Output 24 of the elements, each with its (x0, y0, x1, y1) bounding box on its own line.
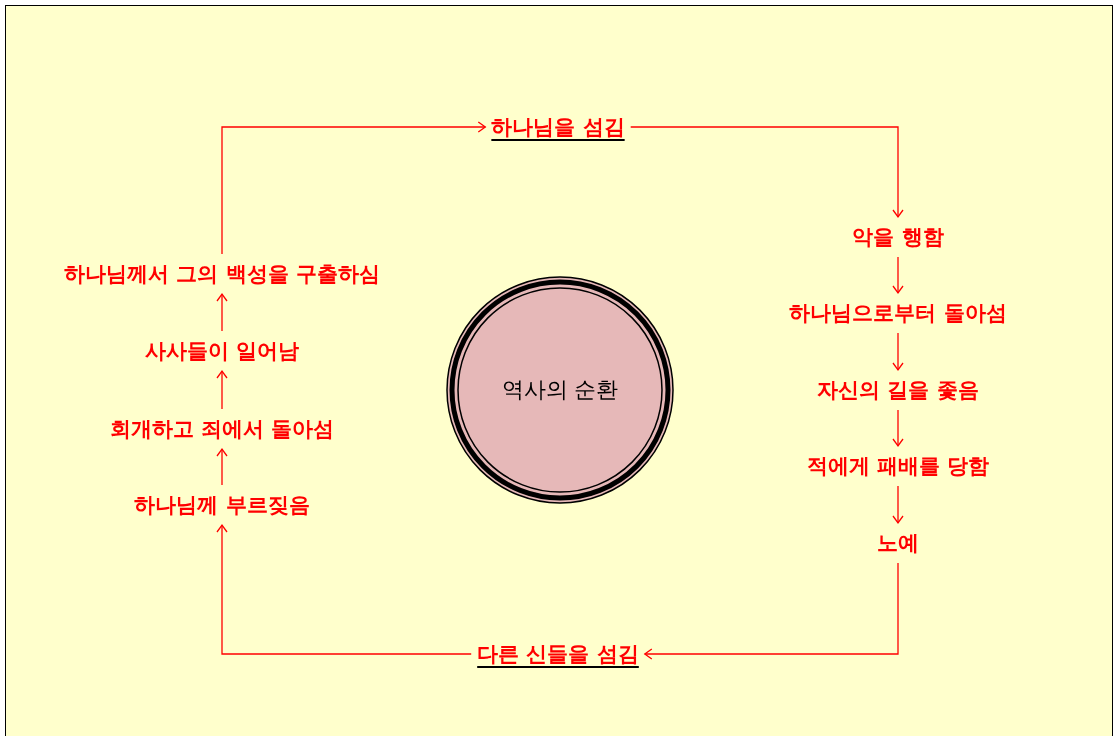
arrow (221, 121, 486, 255)
arrow (892, 485, 904, 524)
step-text: 자신의 길을 좇음 (817, 376, 979, 404)
step-text: 하나님께서 그의 백성을 구출하심 (64, 260, 380, 288)
arrow (892, 409, 904, 447)
arrow (630, 126, 904, 218)
arrow (892, 256, 904, 294)
arrow (216, 370, 228, 410)
heading-text: 다른 신들을 섬김 (477, 640, 639, 668)
step-text: 노예 (877, 529, 919, 557)
step-text: 하나님으로부터 돌아섬 (789, 299, 1007, 327)
step-text: 악을 행함 (852, 223, 944, 251)
circle-label: 역사의 순환 (501, 376, 619, 404)
heading-text: 하나님을 섬김 (491, 113, 625, 141)
cycle-circle (446, 276, 674, 504)
arrow (892, 332, 904, 371)
arrow (216, 524, 472, 655)
step-text: 사사들이 일어남 (144, 337, 300, 365)
step-text: 하나님께 부르짖음 (134, 491, 310, 519)
arrow (216, 293, 228, 332)
arrow (644, 562, 899, 660)
step-text: 적에게 패배를 당함 (806, 452, 990, 480)
arrow (216, 448, 228, 486)
step-text: 회개하고 죄에서 돌아섬 (109, 415, 335, 443)
